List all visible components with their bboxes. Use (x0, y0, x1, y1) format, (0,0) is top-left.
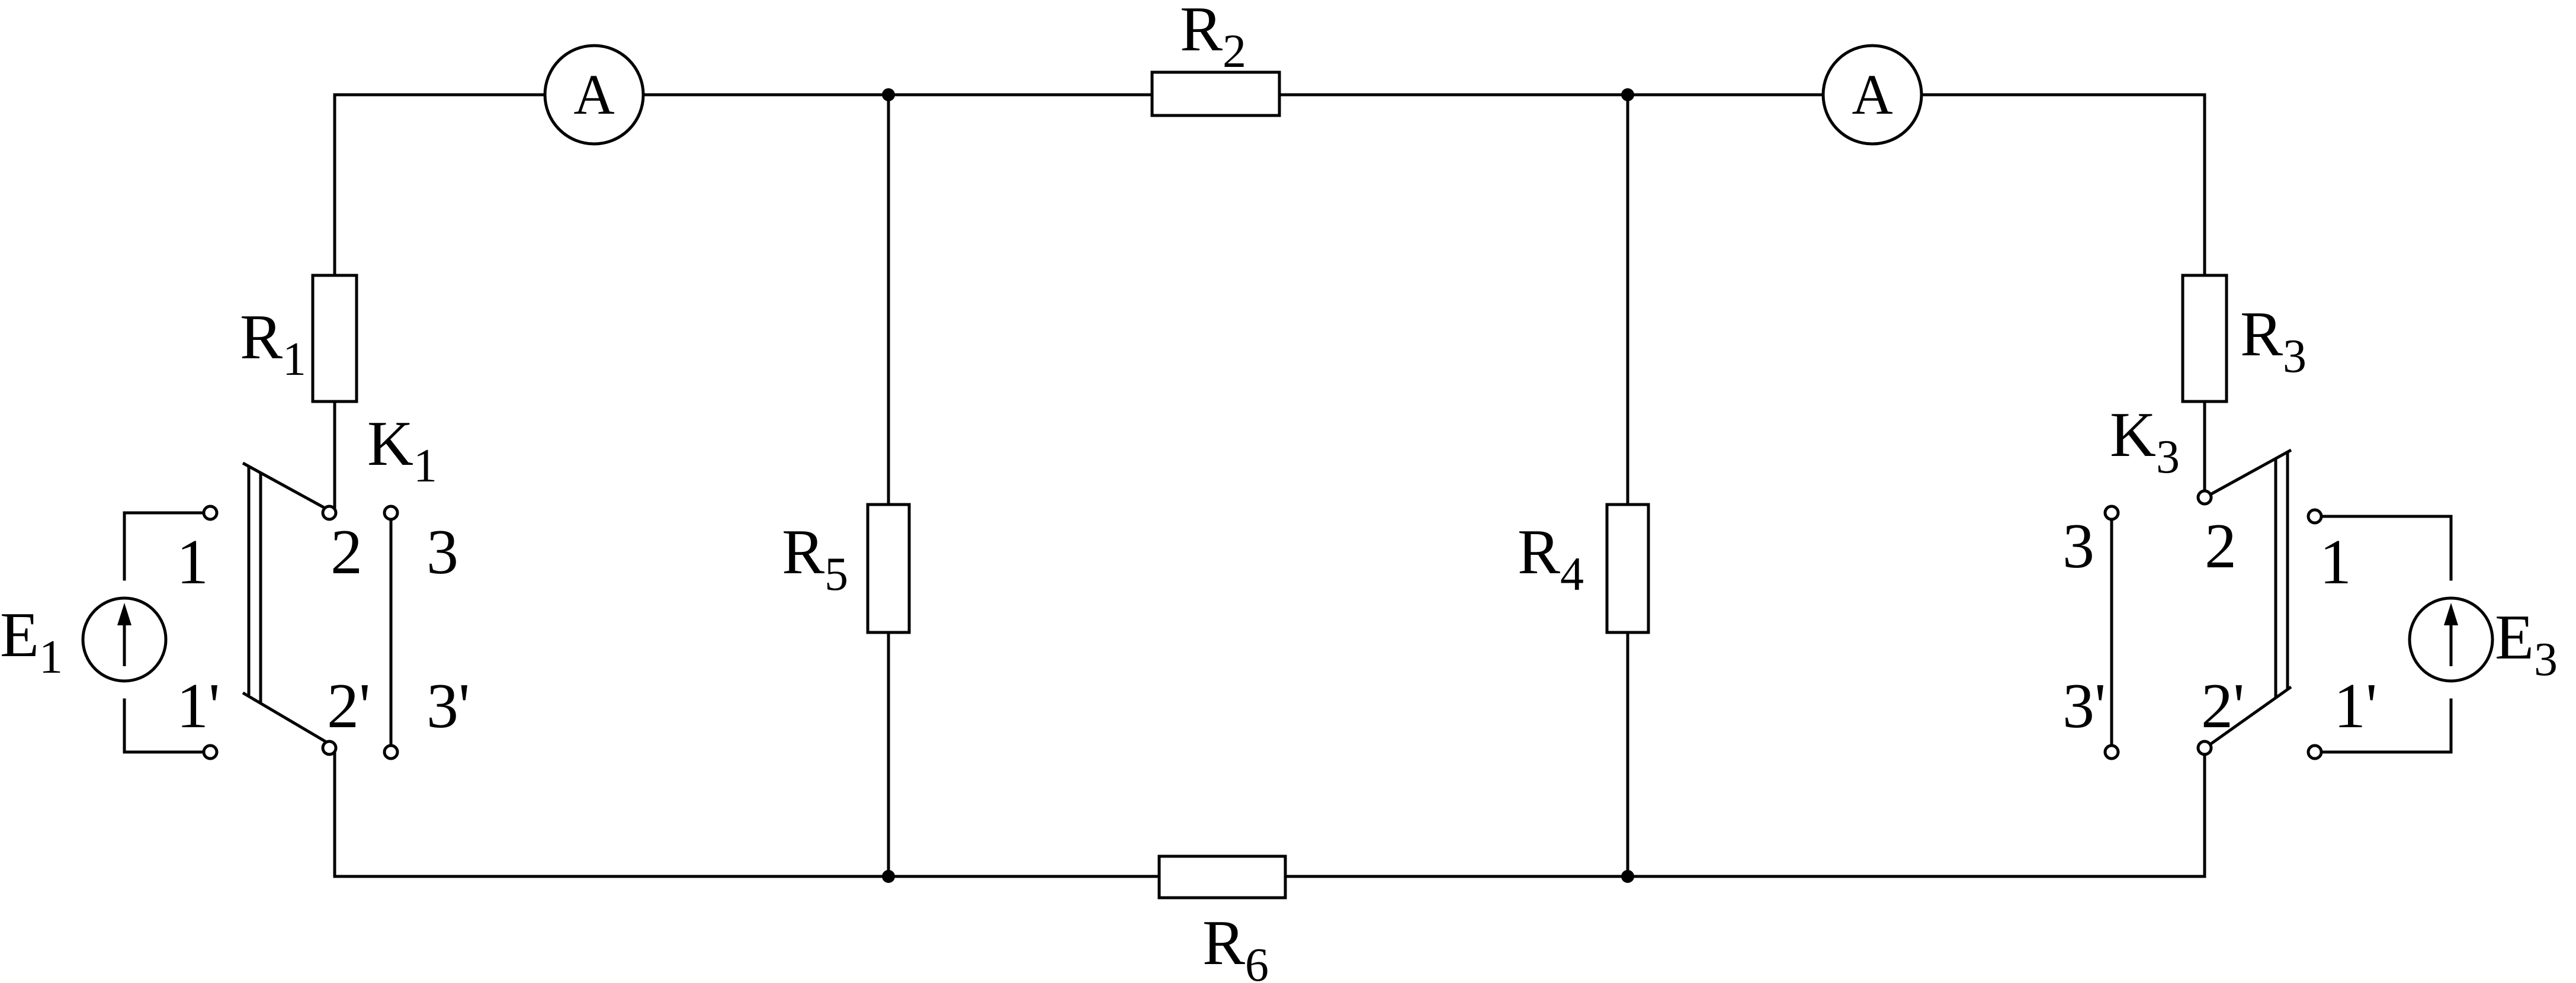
terminal (321, 740, 338, 756)
contact-label-k1-3: 3 (426, 517, 458, 587)
contact-label-k1-2p: 2' (327, 671, 370, 741)
ammeter-left: A (543, 44, 645, 146)
label-k3: K3 (2110, 400, 2180, 483)
resistor-r3 (2181, 274, 2228, 403)
terminal (2103, 505, 2120, 521)
resistor-r5 (866, 503, 911, 634)
source-e1 (81, 511, 212, 754)
contact-label-k1-1: 1 (177, 527, 208, 597)
resistor-r2 (1150, 70, 1281, 117)
label-r4: R4 (1518, 517, 1584, 600)
terminal (2306, 744, 2323, 760)
resistor-r4 (1605, 503, 1650, 634)
terminal (321, 505, 338, 521)
contact-label-k3-1p: 1' (2334, 671, 2377, 741)
ammeter-label: A (1852, 63, 1892, 126)
terminal (2306, 508, 2323, 525)
label-r5: R5 (782, 517, 848, 600)
ammeter-label: A (573, 63, 614, 126)
terminal (383, 505, 399, 521)
resistor-r1 (311, 274, 358, 403)
contact-label-k1-1p: 1' (177, 671, 220, 741)
junction-dot (882, 88, 895, 101)
junction-dot (1621, 88, 1634, 101)
contact-label-k3-2p: 2' (2201, 671, 2244, 741)
contact-label-k3-3: 3 (2062, 511, 2094, 582)
wiring (333, 93, 2206, 878)
junctions (882, 88, 1634, 883)
contact-label-k3-3p: 3' (2062, 671, 2106, 741)
label-r3: R3 (2240, 299, 2306, 383)
contact-label-k3-1: 1 (2320, 527, 2352, 597)
terminal (202, 744, 219, 760)
ammeter-right: A (1821, 44, 1923, 146)
label-r2: R2 (1180, 0, 1246, 78)
source-e3 (2313, 515, 2494, 754)
contact-label-k1-2: 2 (331, 517, 362, 587)
switch-k3 (2103, 448, 2323, 760)
label-k1: K1 (367, 409, 437, 492)
terminal (2103, 744, 2120, 760)
contact-label-k1-3p: 3' (426, 671, 470, 741)
junction-dot (1621, 870, 1634, 883)
contact-label-k3-2: 2 (2205, 511, 2237, 582)
resistor-r6 (1157, 854, 1287, 900)
junction-dot (882, 870, 895, 883)
label-r6: R6 (1202, 908, 1269, 983)
contact-labels: 1 1' 2 2' 3 3' 3 3' 2 2' 1 1' (177, 511, 2377, 741)
terminal (2196, 740, 2213, 756)
label-r1: R1 (240, 302, 306, 386)
terminal (2196, 489, 2213, 506)
label-e1: E1 (0, 600, 63, 683)
terminal (202, 505, 219, 521)
switch-k1 (202, 461, 399, 760)
terminal (383, 744, 399, 760)
label-e3: E3 (2495, 602, 2558, 686)
